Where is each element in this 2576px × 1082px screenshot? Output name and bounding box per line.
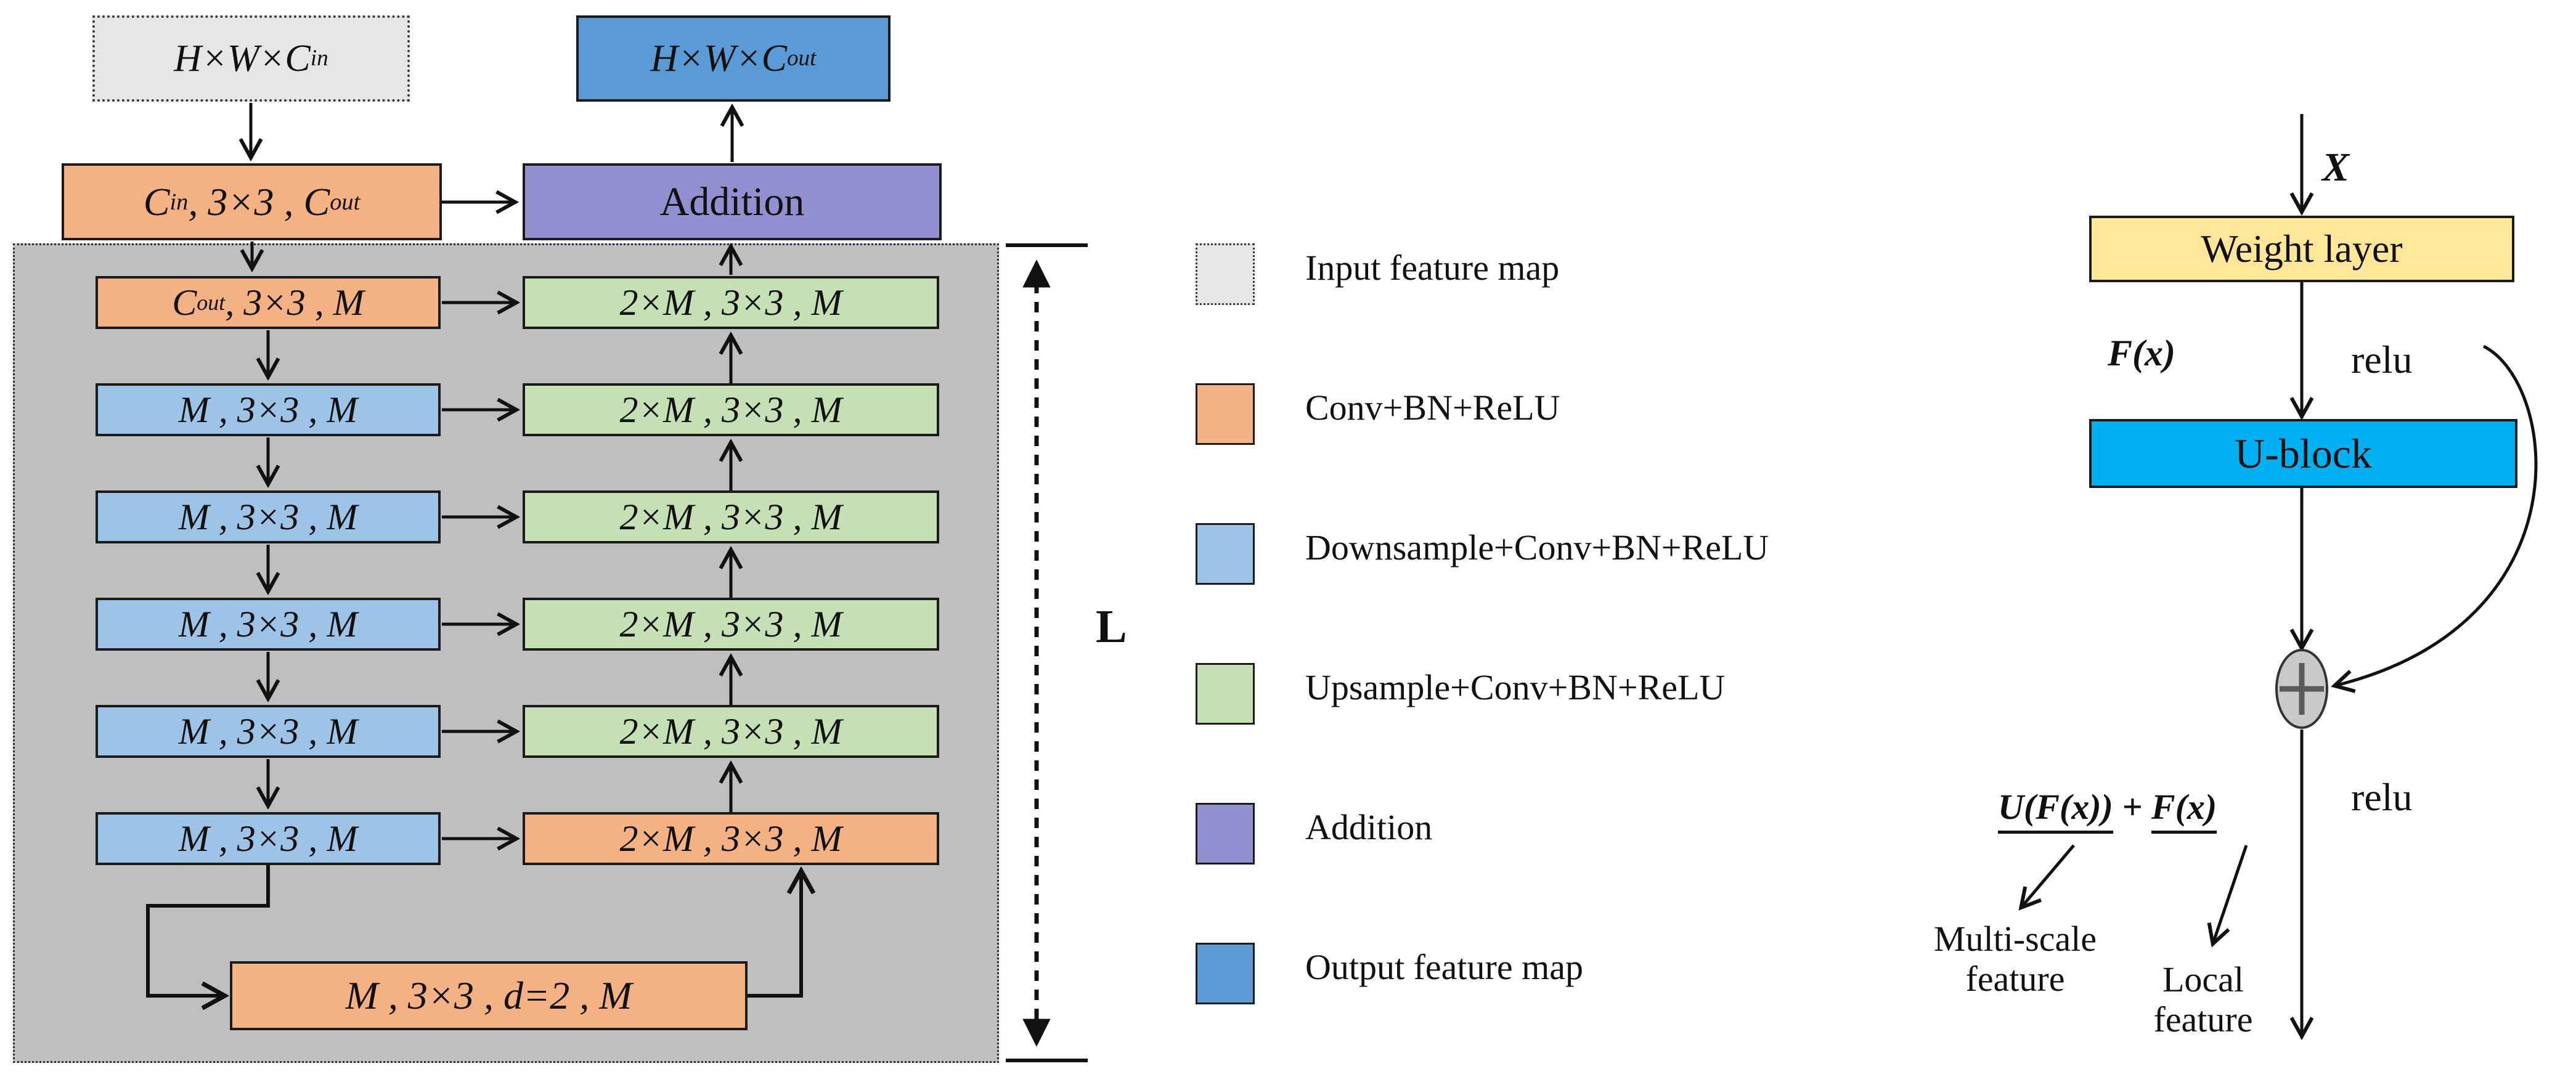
sum-formula-label: U(F(x)) + F(x) [1998,787,2217,834]
plus-node-icon [2275,649,2328,729]
elbow-encoder-to-dilated [146,865,270,996]
sum-formula-u-term: U(F(x)) [1998,787,2113,834]
skip-connection-curve [2337,344,2538,685]
legend-label-downsample: Downsample+Conv+BN+ReLU [1305,527,1769,567]
relu-top-label: relu [2351,338,2413,381]
decoder-row-5: 2×M , 3×3 , M [523,705,939,758]
decoder-row-4: 2×M , 3×3 , M [523,598,939,651]
legend-swatch-upsample [1196,663,1255,725]
legend-label-output: Output feature map [1305,947,1583,987]
encoder-row-5: M , 3×3 , M [96,705,441,758]
decoder-row-3: 2×M , 3×3 , M [523,490,939,543]
encoder-row-4: M , 3×3 , M [96,598,441,651]
local-feature-label: Local feature [2114,959,2293,1040]
legend-label-addition: Addition [1305,807,1433,847]
sum-formula-plus: + [2122,787,2143,827]
legend-swatch-downsample [1196,523,1255,585]
decoder-row-2: 2×M , 3×3 , M [523,383,939,436]
decoder-row-1: 2×M , 3×3 , M [523,276,939,329]
local-feature-line2: feature [2153,999,2253,1039]
legend-swatch-conv [1196,383,1255,445]
depth-dimension-arrow [1006,243,1088,1062]
legend-swatch-addition [1196,803,1255,864]
relu-bottom-label: relu [2351,775,2413,819]
multiscale-feature-label: Multi-scale feature [1904,919,2126,999]
u-block-box: U-block [2089,419,2517,488]
depth-label: L [1096,601,1127,653]
x-input-label: X [2322,145,2350,190]
skip-arrows [442,303,514,839]
weight-layer-box: Weight layer [2089,216,2514,282]
u-block-panel [13,243,999,1063]
multiscale-feature-line2: feature [1965,958,2065,999]
arrow-to-multiscale-label [2023,844,2075,906]
elbow-dilated-to-decoder [748,874,801,998]
decoder-row-6: 2×M , 3×3 , M [523,812,939,865]
encoder-row-2: M , 3×3 , M [96,383,441,436]
arrow-to-local-label [2214,845,2248,942]
multiscale-feature-line1: Multi-scale [1933,919,2097,959]
legend-label-upsample: Upsample+Conv+BN+ReLU [1305,667,1726,707]
legend-swatch-input [1196,243,1255,305]
local-feature-line1: Local [2162,959,2244,999]
addition-box: Addition [523,163,942,240]
encoder-row-3: M , 3×3 , M [96,490,441,543]
legend-label-conv: Conv+BN+ReLU [1305,388,1560,428]
fx-label: F(x) [2108,333,2175,373]
legend-label-input: Input feature map [1305,248,1560,288]
encoder-row-6: M , 3×3 , M [96,812,441,865]
dilated-conv-box: M , 3×3 , d=2 , M [230,961,748,1030]
legend-swatch-output [1196,943,1255,1004]
sum-formula-f-term: F(x) [2151,787,2217,834]
